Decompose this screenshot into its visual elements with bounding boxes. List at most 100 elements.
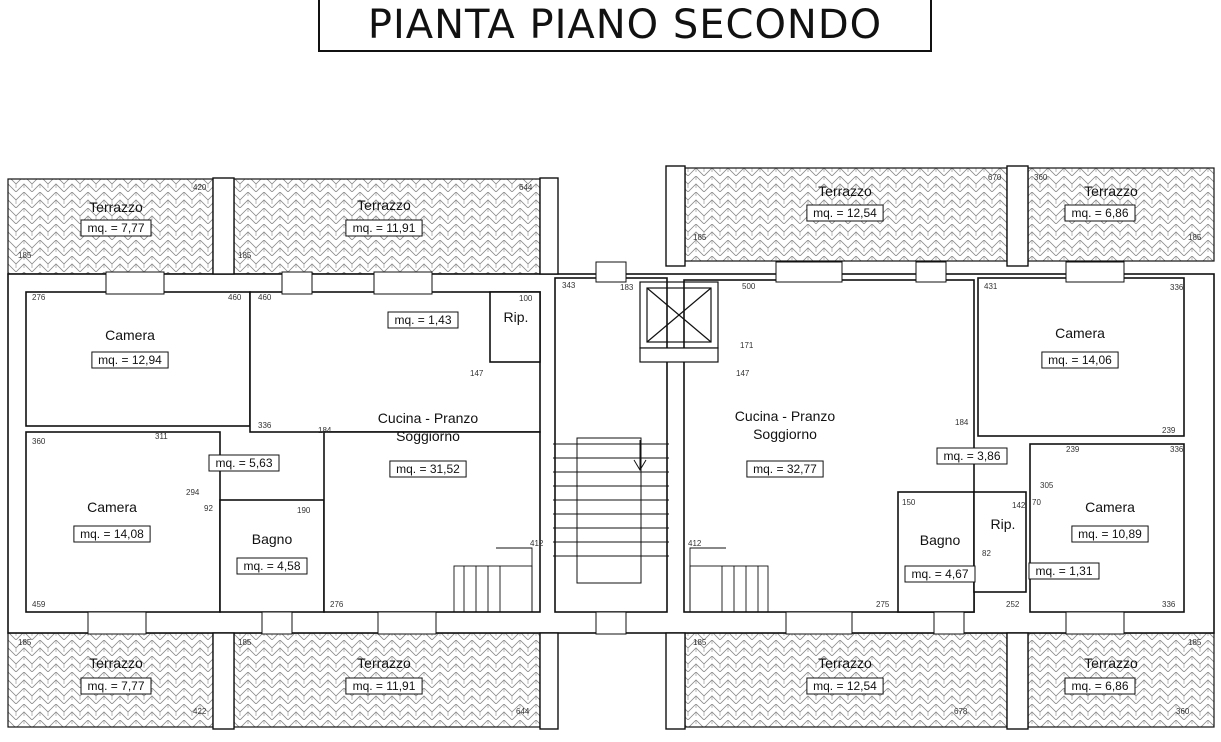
windows	[87, 261, 1125, 635]
pier-s-3	[665, 632, 686, 730]
dimension-label: 670	[988, 173, 1002, 182]
room-bagno-e	[897, 491, 975, 613]
area-box-camera-sw	[73, 525, 151, 543]
dimension-label: 82	[982, 549, 991, 558]
room-name-cucina-w: Cucina - Pranzo	[378, 410, 479, 426]
area-label-t-ne1: mq. = 12,54	[813, 206, 877, 220]
area-label-disimpegno-w: mq. = 1,43	[394, 313, 451, 327]
dimension-label: 336	[258, 421, 272, 430]
area-box-bagno-e	[904, 565, 976, 583]
window	[1065, 611, 1125, 635]
room-name-t-ne2: Terrazzo	[1084, 183, 1138, 199]
area-box-corridoio-e	[936, 447, 1008, 465]
window	[105, 271, 165, 295]
dimension-label: 171	[740, 341, 754, 350]
elevator-shaft	[639, 281, 719, 363]
dimension-label: 70	[1032, 498, 1041, 507]
dimension-label: 185	[693, 638, 707, 647]
pier-s-1	[212, 632, 235, 730]
area-label-camera-sw: mq. = 14,08	[80, 527, 144, 541]
dimension-label: 412	[688, 539, 702, 548]
room-name-t-sw1: Terrazzo	[89, 655, 143, 671]
area-label-t-nw2: mq. = 11,91	[353, 221, 416, 235]
room-name-camera-nw: Camera	[105, 327, 155, 343]
dimension-label: 276	[330, 600, 344, 609]
pier-n-3	[665, 165, 686, 267]
dimension-label: 239	[1162, 426, 1176, 435]
dimension-label: 360	[1176, 707, 1190, 716]
area-label-corridoio-w: mq. = 5,63	[215, 456, 272, 470]
room-name2-cucina-w: Soggiorno	[396, 428, 460, 444]
area-label-t-se1: mq. = 12,54	[813, 679, 877, 693]
area-label-camera-nw: mq. = 12,94	[98, 353, 162, 367]
dimension-label: 431	[984, 282, 998, 291]
dimension-label: 311	[155, 432, 168, 441]
area-label-corridoio-e: mq. = 3,86	[943, 449, 1000, 463]
area-label-cucina-e: mq. = 32,77	[753, 462, 817, 476]
area-box-bagno-w	[236, 557, 308, 575]
dimension-label: 336	[1162, 600, 1176, 609]
room-name-rip-e: Rip.	[991, 516, 1016, 532]
dimension-label: 147	[736, 369, 750, 378]
room-name2-cucina-e: Soggiorno	[753, 426, 817, 442]
window	[281, 271, 313, 295]
window	[261, 611, 293, 635]
area-box-t-nw1	[80, 219, 152, 237]
room-rip-e	[973, 491, 1027, 593]
dimension-label: 252	[1006, 600, 1020, 609]
window	[595, 611, 627, 635]
dimension-label: 142	[1012, 501, 1026, 510]
dimension-label: 460	[258, 293, 272, 302]
pier-s-4	[1006, 632, 1029, 730]
window	[1065, 261, 1125, 283]
dimension-label: 644	[519, 183, 533, 192]
dimension-label: 343	[562, 281, 576, 290]
dimension-label: 678	[954, 707, 968, 716]
pier-n-1	[212, 177, 235, 275]
dimension-label: 420	[193, 183, 207, 192]
central-staircase	[553, 437, 669, 584]
area-label-disimpegno-e: mq. = 1,31	[1035, 564, 1092, 578]
room-name-rip-w: Rip.	[504, 309, 529, 325]
area-box-camera-se	[1071, 525, 1149, 543]
dimension-label: 336	[1170, 283, 1184, 292]
dimension-label: 239	[1066, 445, 1080, 454]
area-label-bagno-w: mq. = 4,58	[243, 559, 300, 573]
area-box-t-sw2	[345, 677, 423, 695]
dimension-label: 412	[530, 539, 544, 548]
dimension-label: 185	[18, 638, 32, 647]
area-box-t-nw2	[345, 219, 423, 237]
area-box-cucina-e	[746, 460, 824, 478]
area-label-t-sw1: mq. = 7,77	[87, 679, 144, 693]
dimension-label: 92	[204, 504, 213, 513]
walls	[7, 273, 1215, 634]
room-name-camera-sw: Camera	[87, 499, 137, 515]
dimension-label: 294	[186, 488, 200, 497]
plan-title-text: PIANTA PIANO SECONDO	[367, 2, 883, 48]
area-label-t-ne2: mq. = 6,86	[1071, 206, 1128, 220]
area-label-camera-se: mq. = 10,89	[1078, 527, 1142, 541]
internal-stair-e	[689, 547, 769, 613]
window	[377, 611, 437, 635]
room-name-t-nw2: Terrazzo	[357, 197, 411, 213]
area-box-disimpegno-w	[387, 311, 459, 329]
room-name-cucina-e: Cucina - Pranzo	[735, 408, 836, 424]
room-name-t-ne1: Terrazzo	[818, 183, 872, 199]
room-name-bagno-w: Bagno	[252, 531, 293, 547]
internal-stair-w	[453, 547, 533, 613]
room-name-camera-ne: Camera	[1055, 325, 1105, 341]
room-rip-w	[489, 291, 541, 363]
area-label-bagno-e: mq. = 4,67	[911, 567, 968, 581]
area-box-disimpegno-e	[1028, 562, 1100, 580]
stair-core	[554, 277, 668, 613]
dimension-label: 305	[1040, 481, 1054, 490]
dimension-label: 500	[742, 282, 756, 291]
window	[785, 611, 853, 635]
dimension-label: 185	[1188, 638, 1202, 647]
area-box-t-se1	[806, 677, 884, 695]
window	[87, 611, 147, 635]
dimension-label: 336	[1170, 445, 1184, 454]
area-box-camera-nw	[91, 351, 169, 369]
